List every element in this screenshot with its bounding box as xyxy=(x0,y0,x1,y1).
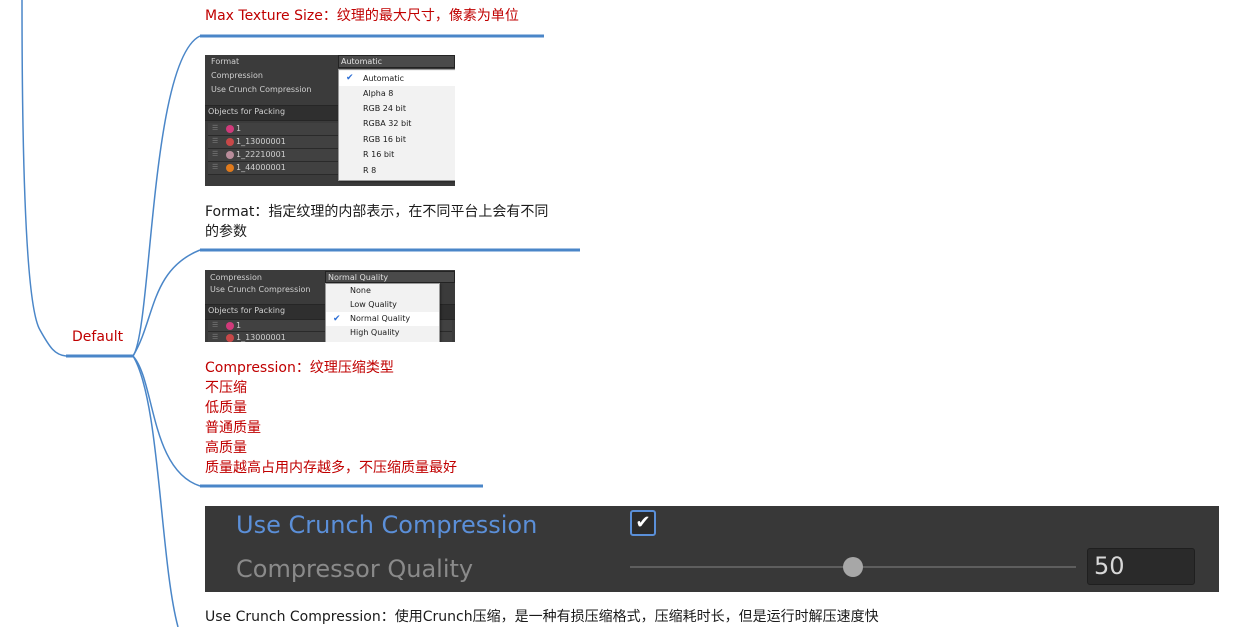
compression-option[interactable]: None xyxy=(350,286,371,295)
drag-handle-icon[interactable]: ☰ xyxy=(212,137,219,145)
root-node-default[interactable]: Default xyxy=(72,329,124,345)
compressor-quality-label: Compressor Quality xyxy=(236,555,474,583)
compression-value-field[interactable]: Normal Quality xyxy=(325,271,455,283)
branch-max-texture xyxy=(132,35,201,357)
format-dropdown-menu: ✔Automatic Alpha 8 RGB 24 bit RGBA 32 bi… xyxy=(338,69,455,181)
node-compression-line: 质量越高占用内存越多，不压缩质量最好 xyxy=(205,460,457,476)
row-label: 1_13000001 xyxy=(236,333,286,342)
format-value-field[interactable]: Automatic xyxy=(338,55,455,68)
compression-option[interactable]: Low Quality xyxy=(350,300,397,309)
branch-compression xyxy=(132,355,201,487)
drag-handle-icon[interactable]: ☰ xyxy=(212,333,219,341)
compressor-quality-input[interactable]: 50 xyxy=(1087,548,1195,585)
row-label: 1_22210001 xyxy=(236,150,286,159)
node-max-texture-size[interactable]: Max Texture Size：纹理的最大尺寸，像素为单位 xyxy=(205,8,519,24)
check-icon: ✔ xyxy=(635,512,651,533)
node-compression-line: 高质量 xyxy=(205,440,247,456)
format-option[interactable]: R 8 xyxy=(363,166,377,175)
node-format-line: 的参数 xyxy=(205,224,247,240)
compression-option[interactable]: High Quality xyxy=(350,328,400,337)
sprite-thumbnail-icon xyxy=(226,125,234,133)
sprite-thumbnail-icon xyxy=(226,151,234,159)
format-option[interactable]: RGB 16 bit xyxy=(363,135,406,144)
use-crunch-label: Use Crunch Compression xyxy=(211,85,312,94)
sprite-thumbnail-icon xyxy=(226,334,234,342)
format-option[interactable]: RGB 24 bit xyxy=(363,104,406,113)
check-icon: ✔ xyxy=(333,314,341,324)
compression-settings-image: Compression Normal Quality Use Crunch Co… xyxy=(205,270,455,342)
use-crunch-checkbox[interactable]: ✔ xyxy=(630,510,656,536)
check-icon: ✔ xyxy=(346,73,354,83)
objects-for-packing-label: Objects for Packing xyxy=(208,306,286,315)
compression-label: Compression xyxy=(211,71,263,80)
format-settings-image: Format Automatic Compression Use Crunch … xyxy=(205,55,455,186)
node-compression-line: 普通质量 xyxy=(205,420,261,436)
node-compression-line: Compression：纹理压缩类型 xyxy=(205,360,394,376)
drag-handle-icon[interactable]: ☰ xyxy=(212,150,219,158)
objects-for-packing-label: Objects for Packing xyxy=(208,107,286,116)
format-option[interactable]: R 16 bit xyxy=(363,150,395,159)
format-option[interactable]: Alpha 8 xyxy=(363,89,394,98)
branch-crunch xyxy=(132,355,179,627)
row-label: 1 xyxy=(236,321,242,330)
node-compression-line: 不压缩 xyxy=(205,380,247,396)
compressor-quality-slider-knob[interactable] xyxy=(843,557,863,577)
row-label: 1 xyxy=(236,124,242,133)
sprite-thumbnail-icon xyxy=(226,322,234,330)
use-crunch-label: Use Crunch Compression xyxy=(210,285,311,294)
format-option[interactable]: ✔Automatic xyxy=(339,71,455,86)
sprite-thumbnail-icon xyxy=(226,138,234,146)
node-format[interactable]: Format：指定纹理的内部表示，在不同平台上会有不同 的参数 xyxy=(205,202,548,242)
branch-format xyxy=(132,249,201,357)
format-option[interactable]: RGBA 32 bit xyxy=(363,119,412,128)
row-label: 1_13000001 xyxy=(236,137,286,146)
format-label: Format xyxy=(211,57,240,66)
compression-label: Compression xyxy=(210,273,262,282)
node-compression-line: 低质量 xyxy=(205,400,247,416)
row-label: 1_44000001 xyxy=(236,163,286,172)
crunch-settings-image: Use Crunch Compression ✔ Compressor Qual… xyxy=(205,506,1219,592)
drag-handle-icon[interactable]: ☰ xyxy=(212,163,219,171)
node-use-crunch[interactable]: Use Crunch Compression：使用Crunch压缩，是一种有损压… xyxy=(205,609,879,625)
use-crunch-label: Use Crunch Compression xyxy=(236,511,538,539)
node-compression[interactable]: Compression：纹理压缩类型 不压缩 低质量 普通质量 高质量 质量越高… xyxy=(205,358,457,478)
compression-option[interactable]: ✔Normal Quality xyxy=(326,312,439,326)
drag-handle-icon[interactable]: ☰ xyxy=(212,124,219,132)
drag-handle-icon[interactable]: ☰ xyxy=(212,321,219,329)
branch-to-parent xyxy=(21,0,67,357)
node-format-line: Format：指定纹理的内部表示，在不同平台上会有不同 xyxy=(205,204,549,220)
sprite-thumbnail-icon xyxy=(226,164,234,172)
compression-dropdown-menu: None Low Quality ✔Normal Quality High Qu… xyxy=(325,283,440,342)
